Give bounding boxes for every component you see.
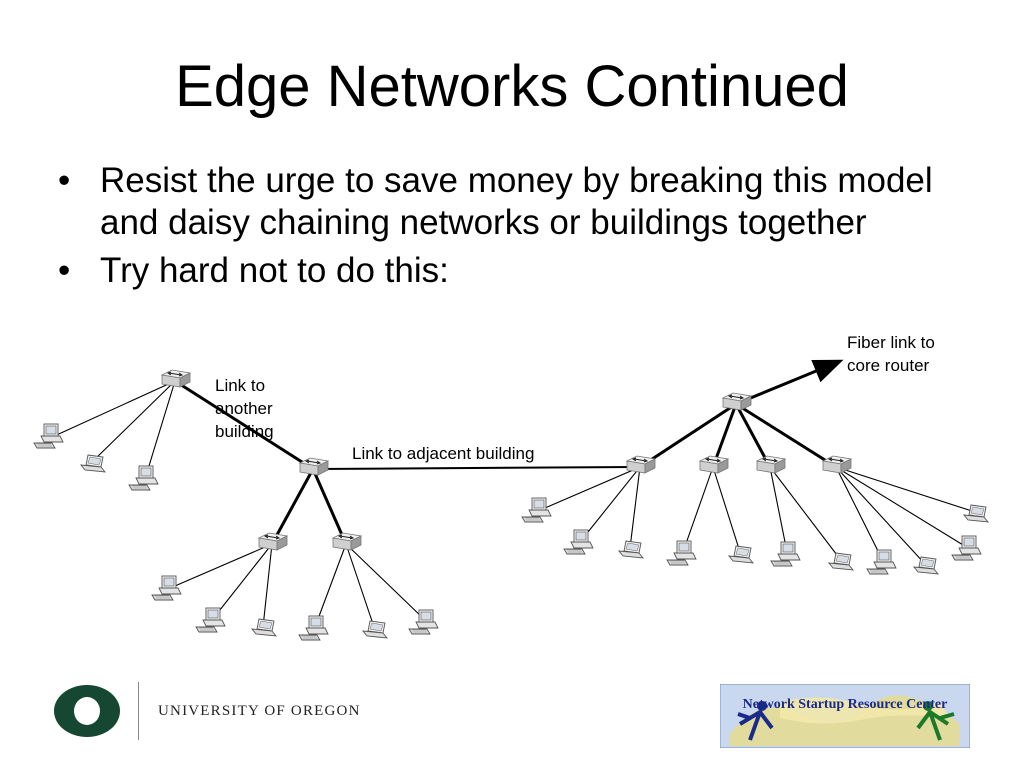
switch-icon [332, 532, 362, 551]
switch-icon [626, 455, 656, 474]
slide-title: Edge Networks Continued [175, 54, 849, 119]
fiber-arrow-icon [735, 359, 844, 406]
switch-icon [699, 455, 729, 474]
desktop-computer-icon [563, 529, 594, 555]
label-line: Fiber link to [847, 333, 935, 352]
uo-o-logo-icon [54, 685, 120, 737]
bullet-list: • Resist the urge to save money by break… [58, 160, 958, 298]
desktop-computer-icon [408, 609, 439, 635]
network-diagram [33, 359, 989, 641]
desktop-computer-icon [33, 423, 64, 449]
nsrc-logo-text: Network Startup Resource Center [743, 697, 948, 712]
footer-divider [138, 682, 139, 740]
link-to-building-label: Link to another building [215, 374, 274, 443]
label-line: core router [847, 356, 930, 375]
switch-icon [822, 455, 852, 474]
switch-icon [161, 369, 191, 388]
bullet-item: • Resist the urge to save money by break… [58, 160, 958, 244]
switch-icon [722, 392, 752, 411]
desktop-computer-icon [866, 549, 897, 575]
desktop-computer-icon [128, 465, 159, 491]
laptop-icon [362, 620, 388, 639]
runner-left-icon [737, 707, 774, 741]
desktop-computer-icon [666, 540, 697, 566]
bullet-text: Try hard not to do this: [100, 251, 449, 290]
runner-right-icon [916, 706, 955, 741]
laptop-icon [618, 540, 644, 559]
desktop-computer-icon [195, 607, 226, 633]
switch-icon [258, 532, 288, 551]
bullet-item: • Try hard not to do this: [58, 250, 958, 292]
desktop-computer-icon [298, 615, 329, 641]
desktop-computer-icon [770, 541, 801, 567]
desktop-computer-icon [521, 497, 552, 523]
label-line: Link to [215, 376, 266, 395]
laptop-icon [728, 545, 754, 564]
switch-icon [756, 455, 786, 474]
label-line: another [215, 399, 273, 418]
laptop-icon [80, 454, 106, 473]
desktop-computer-icon [151, 575, 182, 601]
adjacent-building-label: Link to adjacent building [352, 444, 535, 463]
bullet-dot: • [58, 251, 71, 290]
bullet-text: Resist the urge to save money by breakin… [100, 161, 933, 242]
nsrc-logo: Network Startup Resource Center [720, 684, 970, 748]
fiber-link-label: Fiber link to core router [847, 331, 935, 377]
desktop-computer-icon [951, 535, 982, 561]
laptop-icon [963, 504, 989, 523]
university-name: UNIVERSITY OF OREGON [158, 703, 361, 719]
laptop-icon [251, 618, 277, 637]
laptop-icon [828, 552, 854, 571]
adjacent-building-link [312, 466, 641, 470]
switch-icon [299, 457, 329, 476]
label-line: building [215, 422, 274, 441]
laptop-icon [913, 556, 939, 575]
bullet-dot: • [58, 161, 71, 200]
